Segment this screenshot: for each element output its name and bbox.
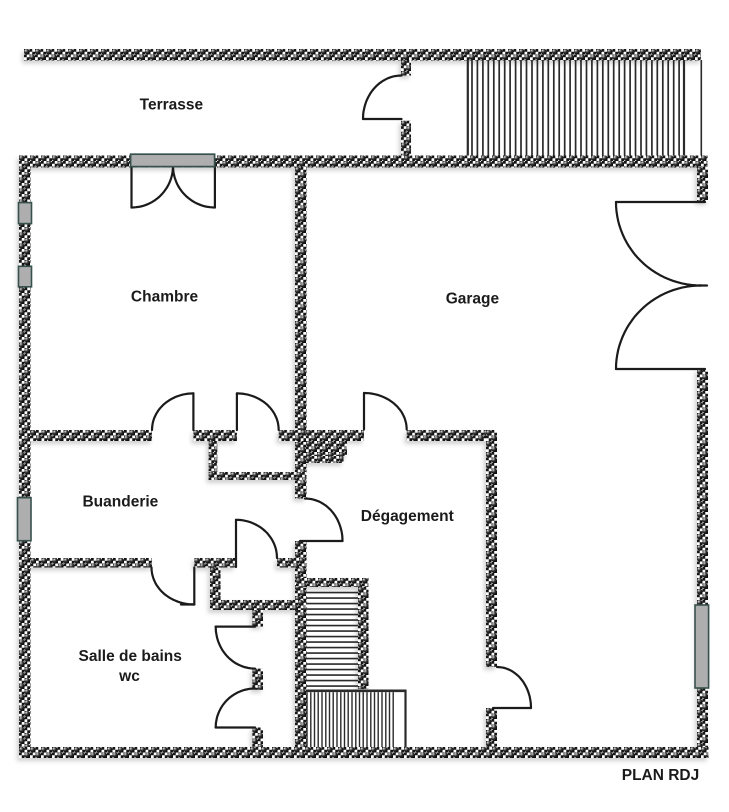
svg-text:Dégagement: Dégagement <box>361 508 454 525</box>
svg-text:Terrasse: Terrasse <box>140 97 204 114</box>
svg-text:Salle de bains: Salle de bains <box>79 648 182 665</box>
svg-text:wc: wc <box>118 668 140 685</box>
svg-text:Chambre: Chambre <box>131 289 199 306</box>
svg-text:Garage: Garage <box>446 291 500 308</box>
svg-text:Buanderie: Buanderie <box>82 494 158 511</box>
svg-text:PLAN RDJ: PLAN RDJ <box>622 767 700 784</box>
